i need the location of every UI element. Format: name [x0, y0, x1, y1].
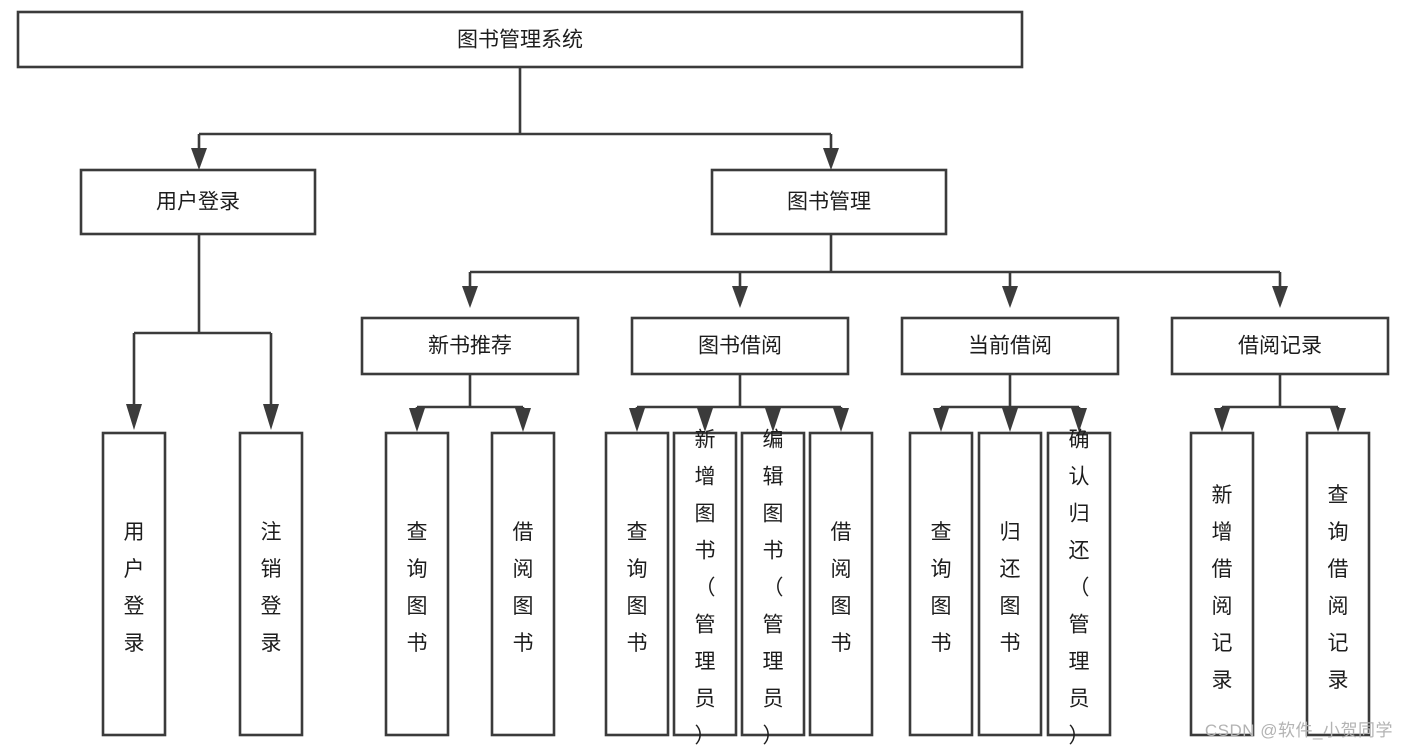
- node-leaf-borrow-add[interactable]: [672, 431, 738, 737]
- connector-user-login-bus: [132, 235, 273, 408]
- node-leaf-cur-query-label: 查询图书: [931, 521, 952, 655]
- arrow-to-leaf-user-logout: [263, 404, 279, 430]
- node-leaf-borrow-add-box[interactable]: [672, 431, 738, 737]
- arrow-to-leaf-borrow-borrow: [833, 408, 849, 432]
- node-leaf-rec-add-box[interactable]: [1189, 431, 1255, 737]
- node-book-manage-label: 图书管理: [787, 191, 871, 214]
- arrow-to-leaf-cur-query: [933, 408, 949, 432]
- node-leaf-rec-search-label: 查询借阅记录: [1328, 484, 1349, 692]
- node-book-borrow-label: 图书借阅: [698, 335, 782, 358]
- node-borrow-record[interactable]: 借阅记录: [1170, 316, 1390, 376]
- node-layer: 图书管理系统 用户登录 图书管理 新书推荐 图书借阅: [16, 10, 1390, 737]
- arrow-to-leaf-borrow-query: [629, 408, 645, 432]
- leaf-label-layer: 用户登录 注销登录 查询图书 借阅图书 查询图书 新增图书（管理员） 编辑图书（…: [124, 428, 1349, 747]
- node-borrow-record-box[interactable]: [1170, 316, 1390, 376]
- node-leaf-borrow-edit[interactable]: [740, 431, 806, 737]
- node-leaf-user-login[interactable]: [101, 431, 167, 737]
- node-leaf-user-logout-label: 注销登录: [261, 521, 282, 655]
- node-new-book-rec-label: 新书推荐: [428, 335, 512, 358]
- node-root-box[interactable]: [16, 10, 1024, 69]
- node-user-login[interactable]: 用户登录: [79, 168, 317, 236]
- node-leaf-cur-confirm-box[interactable]: [1046, 431, 1112, 737]
- node-book-borrow[interactable]: 图书借阅: [630, 316, 850, 376]
- arrow-to-leaf-cur-return: [1002, 408, 1018, 432]
- arrow-to-leaf-cur-confirm: [1071, 408, 1087, 432]
- arrow-to-leaf-rec-add: [1214, 408, 1230, 432]
- node-leaf-cur-confirm[interactable]: [1046, 431, 1112, 737]
- node-root-label: 图书管理系统: [457, 29, 583, 52]
- node-leaf-cur-query-box[interactable]: [908, 431, 974, 737]
- node-book-borrow-box[interactable]: [630, 316, 850, 376]
- node-user-login-label: 用户登录: [156, 191, 240, 214]
- node-current-borrow[interactable]: 当前借阅: [900, 316, 1120, 376]
- node-root[interactable]: 图书管理系统: [16, 10, 1024, 69]
- node-leaf-rec-search-box[interactable]: [1305, 431, 1371, 737]
- node-leaf-rec-borrow-label: 借阅图书: [513, 521, 534, 655]
- arrow-to-book-manage: [823, 148, 839, 170]
- arrow-to-leaf-user-login: [126, 404, 142, 430]
- arrow-to-leaf-rec-search: [1330, 408, 1346, 432]
- node-leaf-rec-add[interactable]: [1189, 431, 1255, 737]
- node-leaf-rec-borrow-box[interactable]: [490, 431, 556, 737]
- node-leaf-cur-return-box[interactable]: [977, 431, 1043, 737]
- node-leaf-rec-add-label: 新增借阅记录: [1212, 484, 1233, 692]
- arrow-to-book-borrow: [732, 286, 748, 308]
- connector-root-bus: [197, 68, 833, 158]
- node-leaf-rec-search[interactable]: [1305, 431, 1371, 737]
- connector-new-book-rec-bus: [415, 375, 525, 415]
- connector-book-borrow-bus: [635, 375, 843, 415]
- node-leaf-borrow-add-label: 新增图书（管理员）: [695, 428, 716, 747]
- node-leaf-borrow-borrow-label: 借阅图书: [831, 521, 852, 655]
- node-leaf-borrow-borrow-box[interactable]: [808, 431, 874, 737]
- node-leaf-borrow-edit-label: 编辑图书（管理员）: [763, 428, 784, 747]
- connector-borrow-record-bus: [1220, 375, 1340, 415]
- node-leaf-rec-query-label: 查询图书: [407, 521, 428, 655]
- node-leaf-rec-query[interactable]: [384, 431, 450, 737]
- node-leaf-borrow-query-label: 查询图书: [627, 521, 648, 655]
- arrow-to-new-book-rec: [462, 286, 478, 308]
- node-user-login-box[interactable]: [79, 168, 317, 236]
- node-book-manage-box[interactable]: [710, 168, 948, 236]
- node-current-borrow-label: 当前借阅: [968, 335, 1052, 358]
- node-new-book-rec[interactable]: 新书推荐: [360, 316, 580, 376]
- node-leaf-user-login-label: 用户登录: [124, 521, 145, 655]
- node-leaf-rec-query-box[interactable]: [384, 431, 450, 737]
- connector-layer: [126, 68, 1346, 432]
- node-leaf-user-logout-box[interactable]: [238, 431, 304, 737]
- node-leaf-borrow-borrow[interactable]: [808, 431, 874, 737]
- node-leaf-borrow-query[interactable]: [604, 431, 670, 737]
- arrow-to-user-login: [191, 148, 207, 170]
- arrow-to-current-borrow: [1002, 286, 1018, 308]
- node-leaf-borrow-edit-box[interactable]: [740, 431, 806, 737]
- node-new-book-rec-box[interactable]: [360, 316, 580, 376]
- arrow-to-leaf-borrow-add: [697, 408, 713, 432]
- arrow-to-borrow-record: [1272, 286, 1288, 308]
- node-leaf-user-logout[interactable]: [238, 431, 304, 737]
- arrow-to-leaf-rec-query: [409, 408, 425, 432]
- node-leaf-cur-confirm-label: 确认归还（管理员）: [1069, 428, 1090, 747]
- node-current-borrow-box[interactable]: [900, 316, 1120, 376]
- arrow-to-leaf-borrow-edit: [765, 408, 781, 432]
- node-leaf-cur-return[interactable]: [977, 431, 1043, 737]
- node-leaf-borrow-query-box[interactable]: [604, 431, 670, 737]
- node-leaf-rec-borrow[interactable]: [490, 431, 556, 737]
- connector-book-manage-bus: [468, 235, 1282, 292]
- arrow-to-leaf-rec-borrow: [515, 408, 531, 432]
- node-leaf-user-login-box[interactable]: [101, 431, 167, 737]
- node-leaf-cur-return-label: 归还图书: [1000, 521, 1021, 655]
- node-borrow-record-label: 借阅记录: [1238, 335, 1322, 358]
- node-book-manage[interactable]: 图书管理: [710, 168, 948, 236]
- node-leaf-cur-query[interactable]: [908, 431, 974, 737]
